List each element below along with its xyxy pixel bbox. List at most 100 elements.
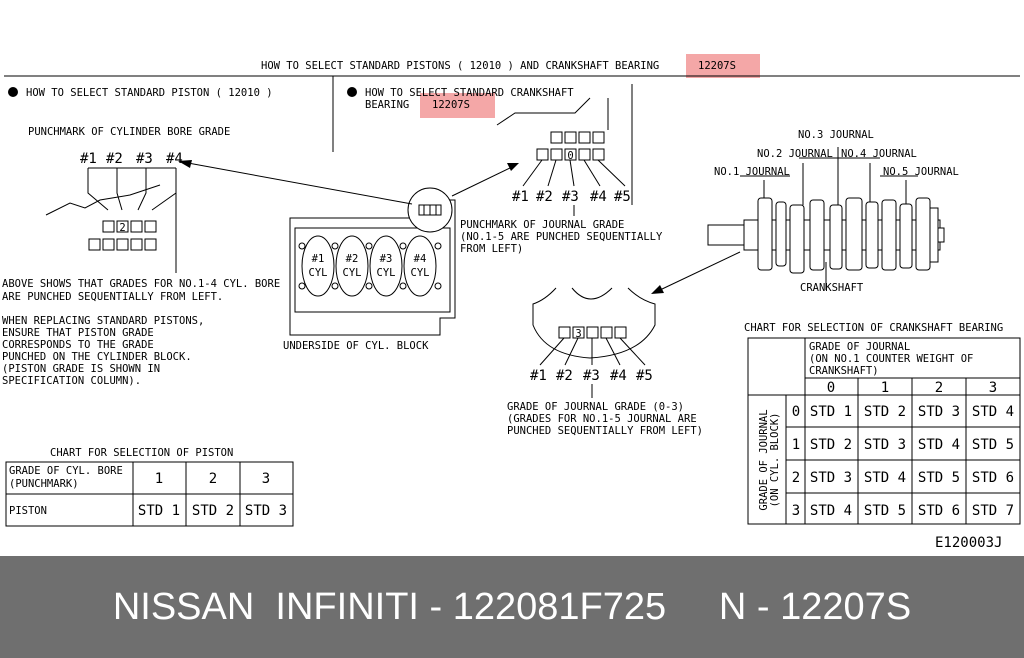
bearing-cell: STD 3 [864,437,906,453]
journal-punchmark-line: (NO.1-5 ARE PUNCHED SEQUENTIALLY [460,231,663,243]
piston-note-line: ARE PUNCHED SEQUENTIALLY FROM LEFT. [2,291,223,303]
piston-note-line: ABOVE SHOWS THAT GRADES FOR NO.1-4 CYL. … [2,278,280,290]
journal-punchmark-line: PUNCHMARK OF JOURNAL GRADE [460,219,624,231]
bearing-part-number: 12207S [432,99,470,111]
crank-grade-line: GRADE OF JOURNAL GRADE (0-3) [507,401,684,413]
break-line [496,97,591,126]
piston-note-line: CORRESPONDS TO THE GRADE [2,339,154,351]
crank-grade-line: PUNCHED SEQUENTIALLY FROM LEFT) [507,425,703,437]
bearing-col-grade: 2 [935,380,943,396]
block-cyl-word: CYL [411,267,430,279]
cyl-number: #4 [166,151,183,167]
journal-punchmark-line: FROM LEFT) [460,243,523,255]
journal-number: #5 [614,189,631,205]
bearing-col-grade: 0 [827,380,835,396]
bearing-cell: STD 4 [810,503,852,519]
crankshaft-caption: CRANKSHAFT [800,282,864,294]
piston-leader-lines [45,167,177,273]
cyl-number-row: #1 #2 #3 #4 [80,151,183,167]
block-cyl-word: CYL [309,267,328,279]
piston-grade: 3 [262,471,270,487]
footer-part-numbers: NISSAN INFINITI - 122081F725 N - 12207S [112,585,912,628]
footer-bar: NISSAN INFINITI - 122081F725 N - 12207S [0,556,1024,658]
crank-journal-number: #5 [636,368,653,384]
bearing-cell: STD 5 [972,437,1014,453]
counterweight-view: 3 [532,287,656,366]
journal-number: #1 [512,189,529,205]
piston-note-line: (PISTON GRADE IS SHOWN IN [2,363,160,375]
bearing-cell: STD 6 [972,470,1014,486]
piston-std: STD 1 [138,503,180,519]
crank-journal-number: #1 [530,368,547,384]
bearing-cell: STD 2 [864,404,906,420]
block-cyl-word: CYL [377,267,396,279]
block-cyl-word: CYL [343,267,362,279]
journal-grade-value: 0 [567,150,573,162]
punched-grade: 2 [119,222,125,234]
diagram: HOW TO SELECT STANDARD PISTONS ( 12010 )… [2,54,1021,551]
punchmark-label: PUNCHMARK OF CYLINDER BORE GRADE [28,126,230,138]
bearing-col-header: (ON NO.1 COUNTER WEIGHT OF [809,353,973,365]
bearing-cell: STD 1 [810,404,852,420]
journal-number-row: #1 #2 #3 #4 #5 [512,189,631,205]
journal-leader-lines [522,159,633,205]
bearing-heading-line1: HOW TO SELECT STANDARD CRANKSHAFT [365,87,574,99]
journal-number: #2 [536,189,553,205]
block-cyl-number: #1 [312,253,325,265]
crank-journal-number: #4 [610,368,627,384]
bearing-cell: STD 4 [864,470,906,486]
crank-number-row: #1 #2 #3 #4 #5 [530,368,653,384]
journal-label: NO.2 JOURNAL [757,148,833,160]
piston-grade: 2 [209,471,217,487]
punch-boxes: 2 [88,220,157,251]
block-cyl-number: #3 [380,253,393,265]
bearing-row-header: GRADE OF JOURNAL [758,409,770,510]
bearing-row-grade: 0 [792,404,800,420]
figure-code: E120003J [935,535,1002,551]
bearing-cell: STD 2 [810,437,852,453]
bearing-row-header: (ON CYL. BLOCK) [769,413,781,508]
piston-std: STD 2 [192,503,234,519]
bearing-cell: STD 4 [918,437,960,453]
piston-table-row-label: GRADE OF CYL. BORE [9,465,123,477]
bearing-col-header: CRANKSHAFT) [809,365,879,377]
bearing-cell: STD 6 [918,503,960,519]
block-caption: UNDERSIDE OF CYL. BLOCK [283,340,429,352]
piston-heading: HOW TO SELECT STANDARD PISTON ( 12010 ) [26,87,273,99]
cyl-number: #1 [80,151,97,167]
bearing-part-highlight [420,93,495,118]
header-title: HOW TO SELECT STANDARD PISTONS ( 12010 )… [261,60,659,72]
arrow-icon [651,251,741,294]
cyl-number: #2 [106,151,123,167]
crankshaft-drawing [707,147,945,290]
journal-number: #4 [590,189,607,205]
piston-std: STD 3 [245,503,287,519]
journal-label: NO.3 JOURNAL [798,129,874,141]
bearing-cell: STD 3 [810,470,852,486]
bearing-heading-prefix: BEARING [365,99,409,111]
bearing-cell: STD 4 [972,404,1014,420]
journal-label: NO.4 JOURNAL [841,148,917,160]
bearing-row-grade: 3 [792,503,800,519]
arrow-icon [178,160,519,205]
crank-journal-number: #2 [556,368,573,384]
bearing-table: GRADE OF JOURNAL (ON NO.1 COUNTER WEIGHT… [747,337,1021,525]
header-part-number: 12207S [698,60,736,72]
bearing-col-grade: 1 [881,380,889,396]
piston-table-title: CHART FOR SELECTION OF PISTON [50,447,233,459]
bearing-row-grade: 1 [792,437,800,453]
crank-journal-number: #3 [583,368,600,384]
bearing-cell: STD 7 [972,503,1014,519]
block-cyl-number: #4 [414,253,427,265]
bearing-cell: STD 3 [918,404,960,420]
piston-table: GRADE OF CYL. BORE (PUNCHMARK) 1 2 3 PIS… [5,461,294,527]
bearing-cell: STD 5 [918,470,960,486]
crank-grade-line: (GRADES FOR NO.1-5 JOURNAL ARE [507,413,697,425]
bearing-cell: STD 5 [864,503,906,519]
journal-label: NO.5 JOURNAL [883,166,959,178]
piston-table-row-label: (PUNCHMARK) [9,478,79,490]
piston-table-row-label: PISTON [9,505,47,517]
piston-grade: 1 [155,471,163,487]
cyl-number: #3 [136,151,153,167]
block-cyl-number: #2 [346,253,359,265]
